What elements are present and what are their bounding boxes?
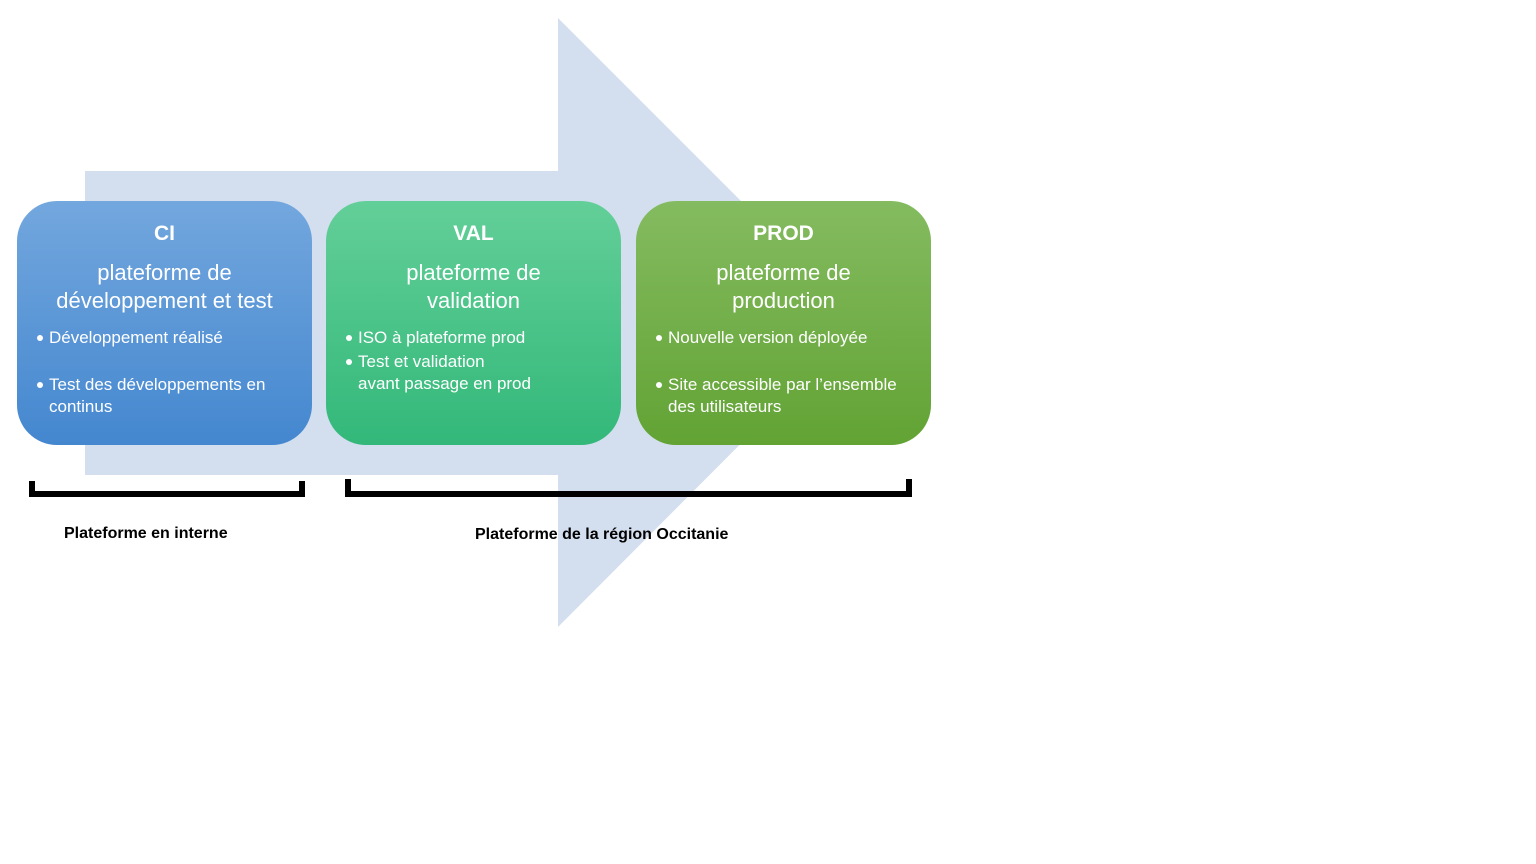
- stage-prod-subtitle-line: production: [732, 288, 835, 313]
- stage-val-subtitle-line: validation: [427, 288, 520, 313]
- bullet-text-line: avant passage en prod: [358, 374, 531, 393]
- internal-platform-label: Plateforme en interne: [64, 525, 228, 542]
- bullet-text-line: des utilisateurs: [668, 397, 782, 416]
- stage-val-box: VAL plateforme de validation ISO à plate…: [326, 201, 621, 445]
- bullet-dot-icon: [656, 382, 662, 388]
- bullet-dot-icon: [37, 382, 43, 388]
- internal-platform-bracket: [29, 481, 305, 497]
- stage-val-bullet: ISO à plateforme prod: [346, 327, 613, 349]
- stage-ci-subtitle-line: développement et test: [56, 288, 273, 313]
- bullet-dot-icon: [346, 359, 352, 365]
- stage-prod-subtitle: plateforme de production: [636, 259, 931, 315]
- stage-prod-bullets: Nouvelle version déployée Site accessibl…: [656, 327, 923, 418]
- stage-val-subtitle-line: plateforme de: [406, 260, 541, 285]
- bullet-text-line: Développement réalisé: [49, 328, 223, 347]
- stage-val-bullets: ISO à plateforme prod Test et validation…: [346, 327, 613, 395]
- stage-val-title: VAL: [453, 222, 494, 245]
- stage-ci-bullet: Développement réalisé: [37, 327, 304, 349]
- bullet-text-line: Site accessible par l’ensemble: [668, 375, 897, 394]
- stage-prod-title: PROD: [753, 222, 814, 245]
- bullet-text-line: ISO à plateforme prod: [358, 328, 526, 347]
- bullet-text-line: Test des développements en: [49, 375, 266, 394]
- bullet-text-line: Nouvelle version déployée: [668, 328, 868, 347]
- bullet-text-line: Test et validation: [358, 352, 485, 371]
- stage-ci-title: CI: [154, 222, 175, 245]
- stage-ci-subtitle: plateforme de développement et test: [17, 259, 312, 315]
- stage-val-subtitle: plateforme de validation: [326, 259, 621, 315]
- stage-ci-bullets: Développement réalisé Test des développe…: [37, 327, 304, 418]
- stage-ci-subtitle-line: plateforme de: [97, 260, 232, 285]
- regional-platform-label: Plateforme de la région Occitanie: [475, 526, 729, 543]
- stage-val-bullet: Test et validation avant passage en prod: [346, 351, 613, 395]
- stage-ci-bullet: Test des développements en continus: [37, 374, 304, 418]
- bullet-dot-icon: [37, 335, 43, 341]
- regional-platform-bracket: [345, 479, 912, 497]
- stage-prod-bullet: Site accessible par l’ensemble des utili…: [656, 374, 923, 418]
- bullet-text-line: continus: [49, 397, 113, 416]
- bullet-dot-icon: [346, 335, 352, 341]
- bullet-dot-icon: [656, 335, 662, 341]
- stage-ci-box: CI plateforme de développement et test D…: [17, 201, 312, 445]
- stage-prod-subtitle-line: plateforme de: [716, 260, 851, 285]
- stage-prod-box: PROD plateforme de production Nouvelle v…: [636, 201, 931, 445]
- stage-prod-bullet: Nouvelle version déployée: [656, 327, 923, 349]
